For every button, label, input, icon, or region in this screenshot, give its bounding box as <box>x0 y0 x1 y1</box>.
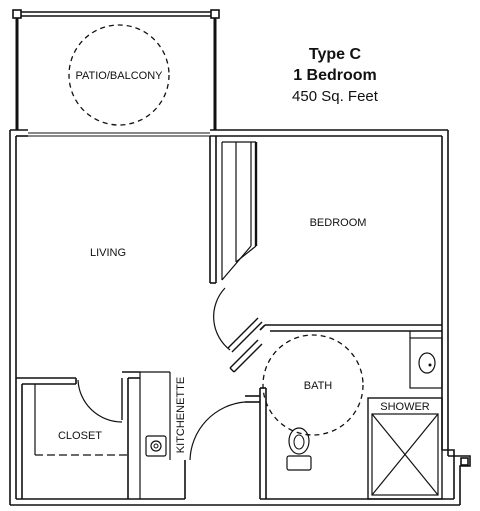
patio-post-right <box>210 9 220 19</box>
closet-label: CLOSET <box>58 430 102 442</box>
bath-door <box>229 339 263 373</box>
closet-door-swing <box>77 379 123 423</box>
bath-dashed-circle <box>262 334 364 436</box>
patio-dashed-circle <box>68 24 170 126</box>
corner-post <box>460 457 469 466</box>
bath-label: BATH <box>304 380 333 392</box>
living-area-walls <box>16 371 260 499</box>
toilet-icon <box>286 427 312 471</box>
patio-post-left <box>12 9 22 19</box>
unit-title-block: Type C 1 Bedroom 450 Sq. Feet <box>270 44 400 107</box>
bedroom-door <box>213 287 263 353</box>
vanity <box>409 337 443 389</box>
bedroom-door-swing <box>213 287 231 351</box>
entry-door-swing <box>189 401 246 461</box>
unit-area: 450 Sq. Feet <box>292 88 378 105</box>
bedroom-count: 1 Bedroom <box>293 67 377 84</box>
kitchenette-label: KITCHENETTE <box>175 377 187 453</box>
bath-walls: BATH <box>259 331 443 499</box>
cooktop-icon <box>145 435 167 457</box>
shower-label: SHOWER <box>380 401 430 413</box>
living-label: LIVING <box>90 247 126 259</box>
patio-area: PATIO/BALCONY <box>12 9 220 130</box>
patio-label: PATIO/BALCONY <box>75 70 163 82</box>
bedroom-label: BEDROOM <box>310 217 367 229</box>
bedroom-walls <box>209 136 442 332</box>
sink-icon <box>418 352 436 374</box>
unit-type-title: Type C <box>308 46 362 63</box>
shower: SHOWER <box>367 397 443 500</box>
exterior-walls <box>9 129 471 506</box>
